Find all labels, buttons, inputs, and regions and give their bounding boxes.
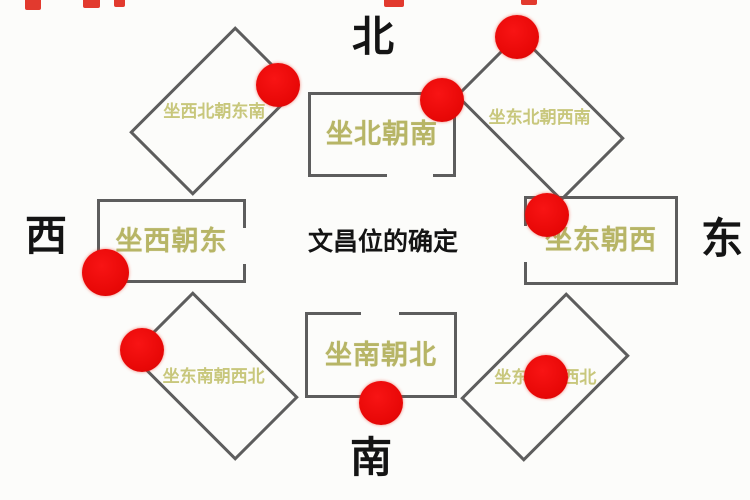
compass-east-label: 东 (701, 215, 744, 262)
house-south-label: 坐南朝北 (325, 339, 437, 370)
house-northwest: 坐西北朝东南 (129, 26, 299, 196)
cropped-red-text-fragment (521, 0, 537, 5)
wenchang-dot (82, 249, 129, 296)
house-southwest-label: 坐东南朝西北 (163, 366, 265, 386)
house-east: 坐东朝西 (523, 196, 678, 285)
cropped-red-text-fragment (25, 0, 41, 10)
compass-north-label: 北 (352, 13, 395, 60)
wenchang-dot (524, 355, 568, 399)
wenchang-dot (359, 381, 403, 425)
house-northeast: 坐东北朝西南 (455, 32, 625, 202)
house-west-label: 坐西朝东 (115, 225, 228, 256)
wenchang-dot (120, 328, 164, 372)
door-gap-south (387, 171, 433, 178)
diagram-title: 文昌位的确定 (307, 228, 458, 256)
cropped-red-text-fragment (114, 0, 125, 7)
house-west: 坐西朝东 (97, 199, 247, 283)
house-north: 坐北朝南 (308, 92, 456, 178)
wenchang-dot (495, 15, 539, 59)
house-northeast-label: 坐东北朝西南 (489, 107, 591, 127)
cropped-red-text-fragment (384, 0, 404, 7)
wenchang-dot (525, 193, 569, 237)
door-gap-east (240, 228, 247, 264)
house-north-label: 坐北朝南 (326, 119, 438, 149)
wenchang-dot (256, 63, 300, 107)
house-east-label: 坐东朝西 (545, 225, 657, 255)
door-gap-north (361, 311, 399, 318)
cropped-red-text-fragment (83, 0, 100, 8)
house-southwest: 坐东南朝西北 (129, 291, 299, 461)
door-gap-west (523, 226, 530, 262)
compass-south-label: 南 (350, 434, 393, 481)
compass-west-label: 西 (25, 212, 68, 259)
wenchang-dot (420, 78, 464, 122)
house-northwest-label: 坐西北朝东南 (163, 101, 265, 121)
